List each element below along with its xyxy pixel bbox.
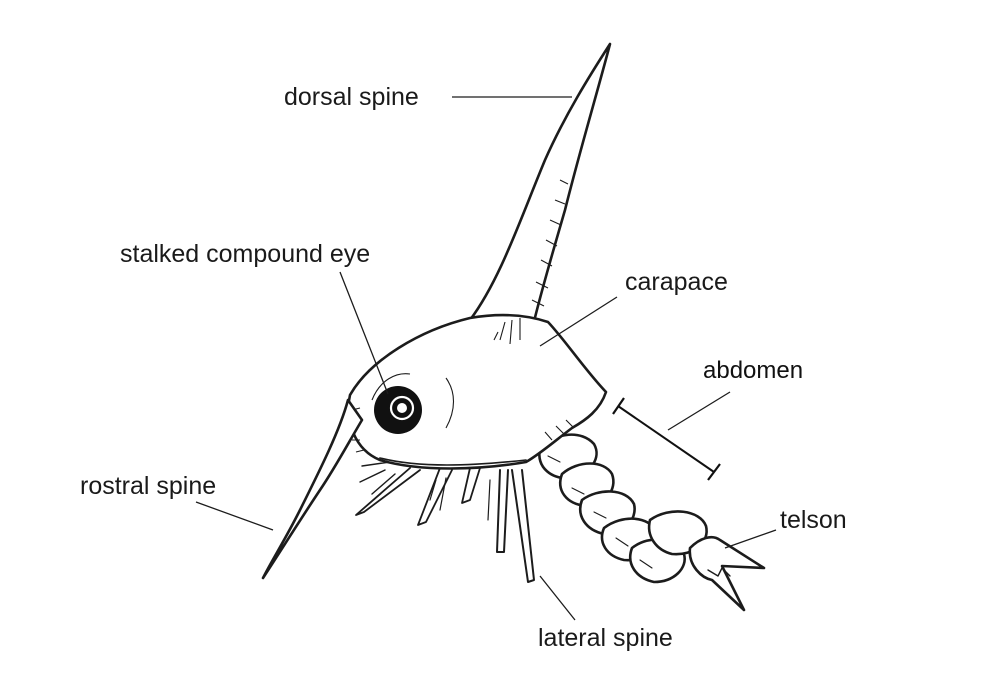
carapace-shape (347, 313, 608, 470)
dorsal-spine-shape (468, 42, 612, 332)
leader-eye (339, 271, 389, 395)
label-abdomen: abdomen (703, 357, 804, 384)
compound-eye-shape (374, 386, 422, 434)
label-stalked-compound-eye: stalked compound eye (120, 240, 371, 268)
leader-carapace (539, 296, 618, 347)
leader-lines (195, 96, 777, 621)
label-telson: telson (780, 506, 847, 534)
leader-telson (724, 529, 777, 549)
lateral-spines (355, 461, 535, 583)
rostral-spine-shape (261, 398, 364, 580)
label-carapace: carapace (625, 268, 728, 296)
telson-shape (688, 535, 766, 612)
leader-rostral-spine (195, 501, 274, 531)
label-dorsal-spine: dorsal spine (284, 83, 419, 111)
abdomen-bracket (612, 397, 721, 481)
label-rostral-spine: rostral spine (80, 472, 217, 500)
leader-lateral-spine (539, 575, 576, 621)
abdomen-segments (538, 433, 708, 584)
label-lateral-spine: lateral spine (538, 624, 673, 652)
leader-abdomen (667, 391, 731, 431)
